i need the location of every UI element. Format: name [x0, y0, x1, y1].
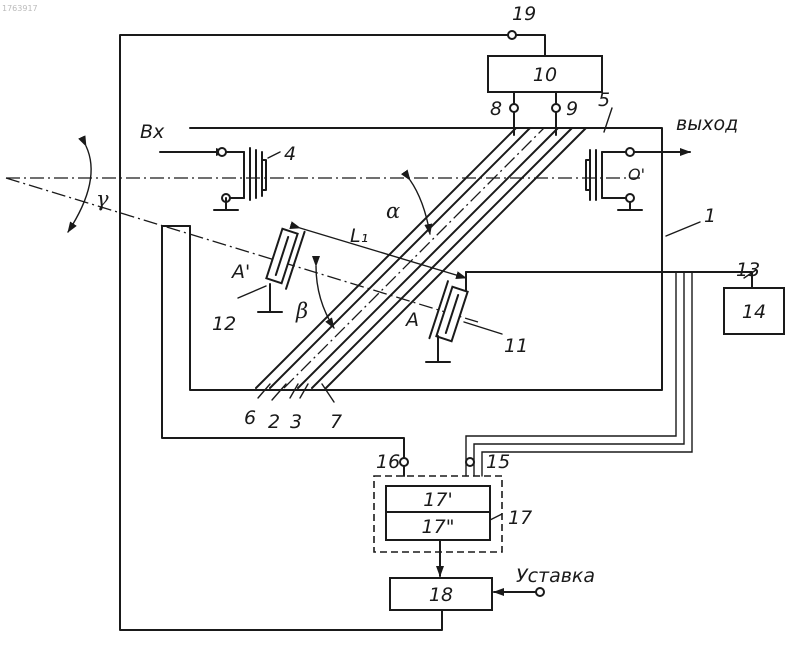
label-7: 7 — [330, 411, 342, 433]
L1-dimension — [300, 228, 466, 278]
label-19: 19 — [512, 3, 536, 25]
label-17: 17 — [508, 507, 532, 529]
transducer-4 — [160, 148, 280, 210]
gamma-arc — [68, 146, 91, 232]
diagonal-strip — [256, 128, 586, 388]
block-17-bottom-label: 17" — [422, 516, 455, 538]
label-11: 11 — [504, 335, 528, 357]
label-input: Вх — [140, 121, 165, 143]
label-L1: L₁ — [350, 225, 368, 247]
terminal-8 — [510, 104, 518, 112]
label-16: 16 — [376, 451, 400, 473]
label-3: 3 — [290, 411, 302, 433]
label-beta: β — [295, 299, 308, 323]
transducer-11 — [429, 281, 468, 345]
setpoint-terminal — [536, 588, 544, 596]
label-A: A — [404, 309, 419, 331]
label-5: 5 — [598, 89, 610, 111]
block-10-label: 10 — [533, 64, 557, 86]
label-6: 6 — [244, 407, 256, 429]
label-13: 13 — [736, 259, 760, 281]
transducer-5 — [586, 108, 690, 210]
label-gamma: γ — [96, 187, 109, 211]
block-17-top-label: 17' — [423, 489, 452, 511]
label-15: 15 — [486, 451, 510, 473]
label-alpha: α — [386, 199, 400, 223]
bus-to-15 — [466, 272, 752, 476]
label-2: 2 — [268, 411, 280, 433]
label-output: выход — [676, 113, 738, 135]
wire-19-to-10 — [512, 35, 545, 56]
block-14-label: 14 — [742, 301, 766, 323]
label-8: 8 — [490, 98, 502, 120]
terminal-9 — [552, 104, 560, 112]
document-number: 1763917 — [2, 4, 38, 13]
label-A-prime: A' — [230, 261, 250, 283]
label-1: 1 — [704, 205, 716, 227]
label-12: 12 — [212, 313, 236, 335]
alpha-arc — [410, 180, 430, 234]
label-4: 4 — [284, 143, 296, 165]
label-setpoint: Уставка — [516, 565, 595, 587]
terminal-15 — [466, 458, 474, 466]
label-9: 9 — [566, 98, 578, 120]
terminal-16 — [400, 458, 408, 466]
transducer-12 — [265, 225, 304, 289]
label-O-prime: O' — [628, 165, 645, 184]
block-18-label: 18 — [429, 584, 453, 606]
terminal-19 — [508, 31, 516, 39]
